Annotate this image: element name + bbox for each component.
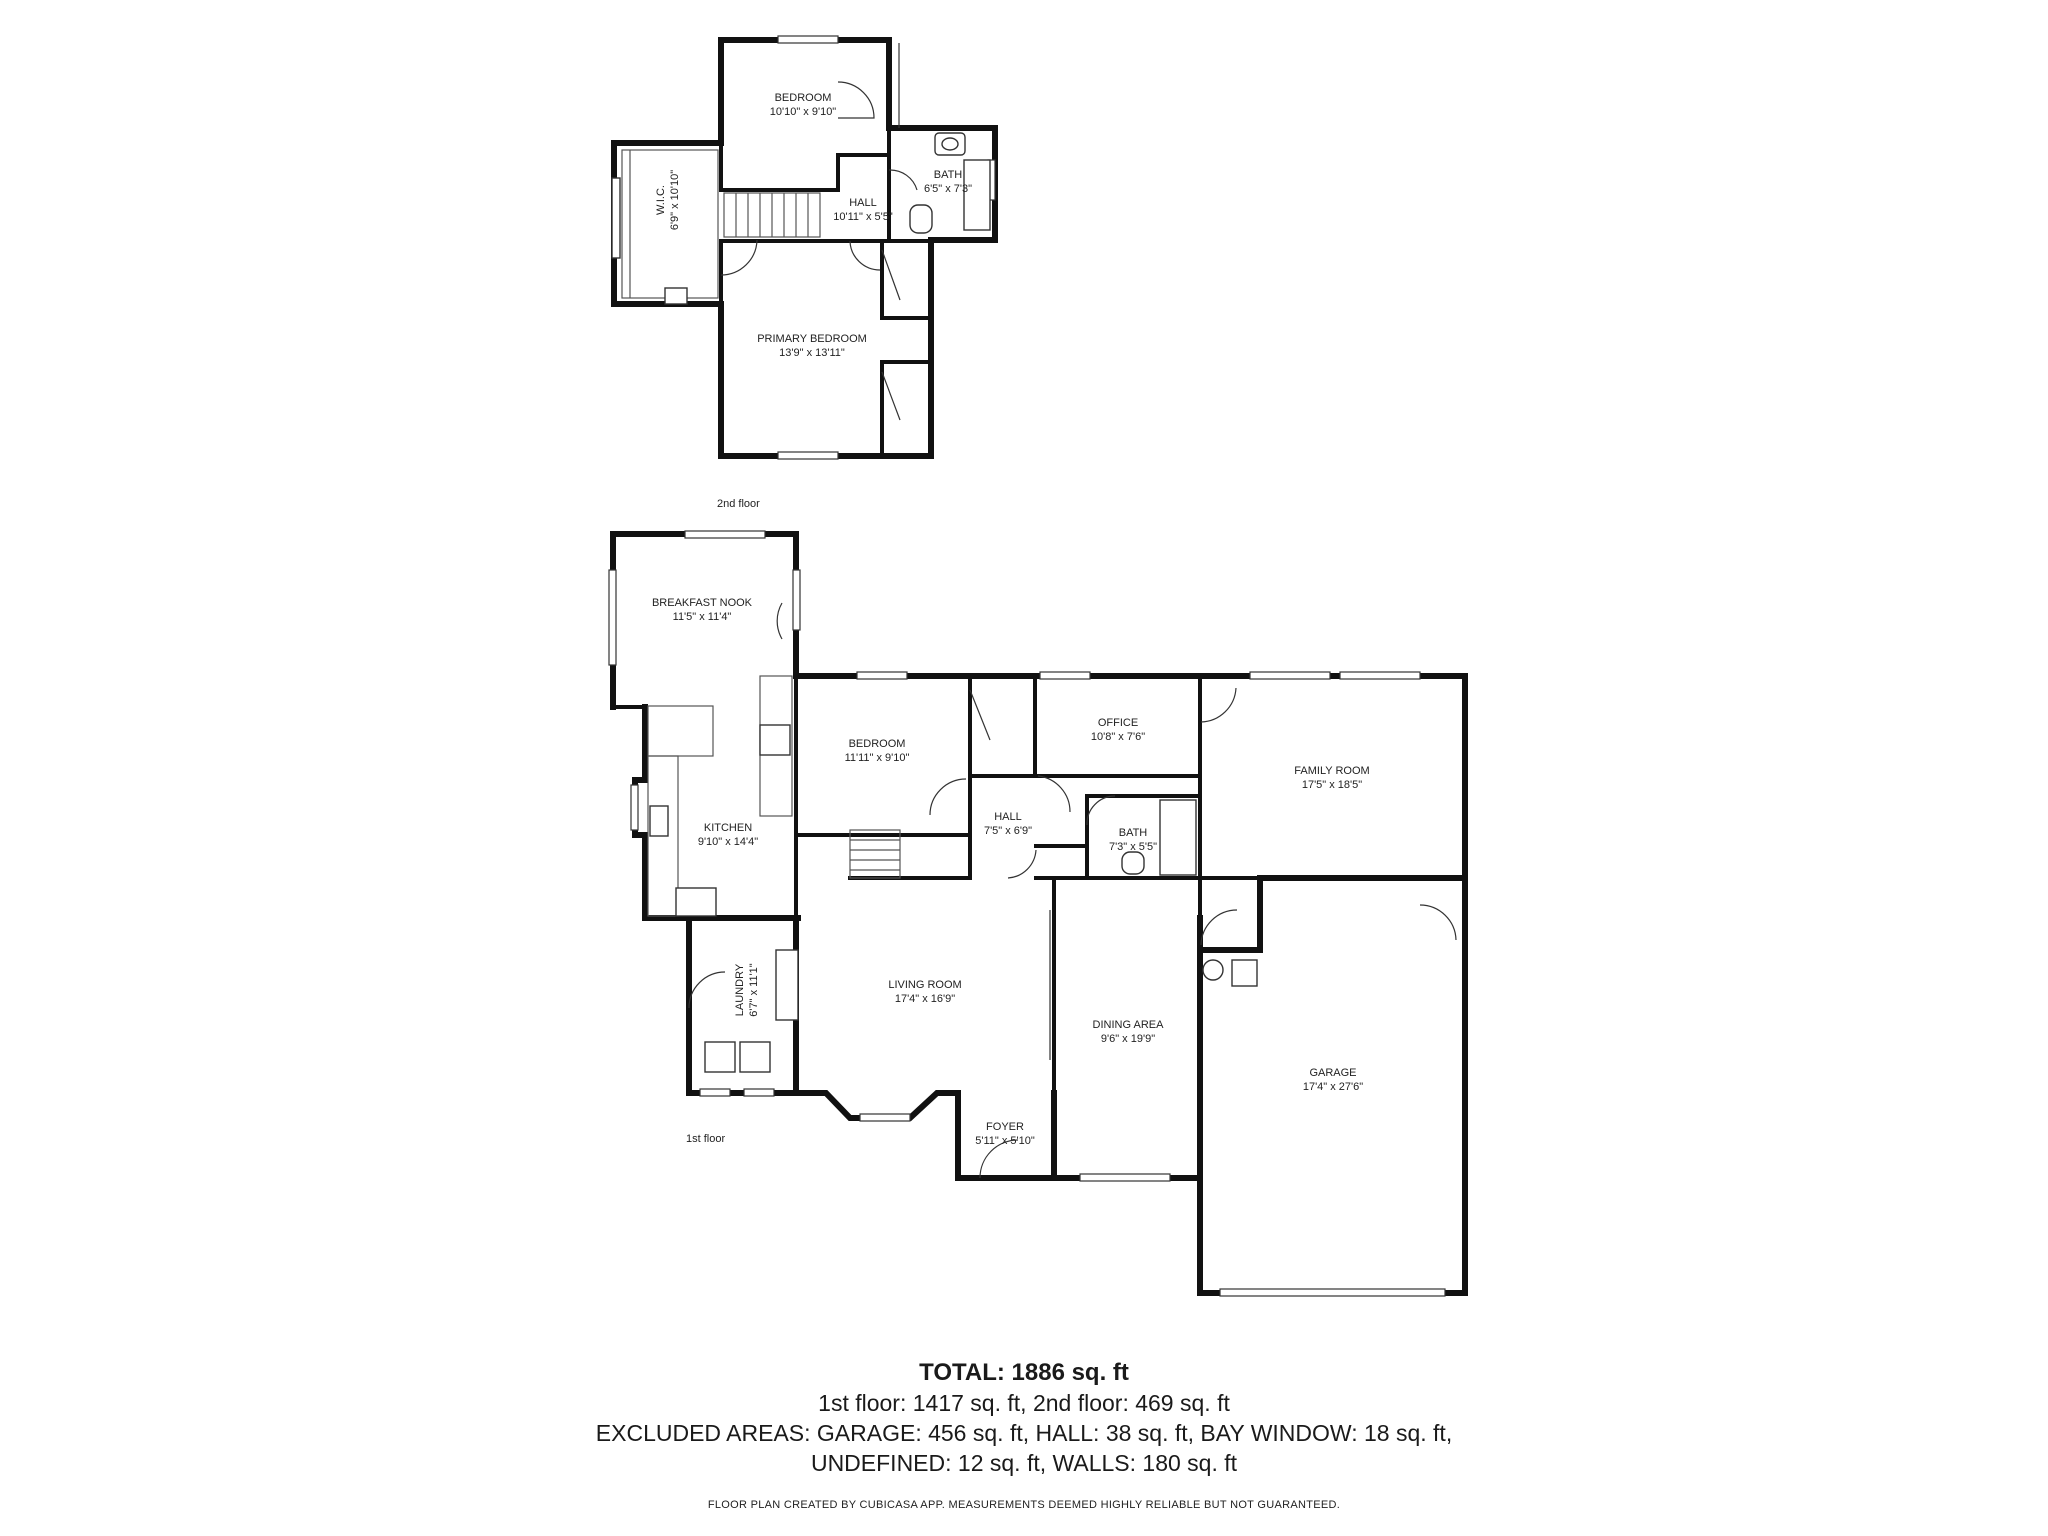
room-dims: 7'3" x 5'5" bbox=[1109, 841, 1157, 853]
disclaimer: FLOOR PLAN CREATED BY CUBICASA APP. MEAS… bbox=[707, 1499, 1341, 1511]
room-dims: 11'5" x 11'4" bbox=[673, 611, 732, 623]
room-name: GARAGE bbox=[1309, 1067, 1356, 1079]
area-totals: TOTAL: 1886 sq. ft 1st floor: 1417 sq. f… bbox=[0, 1358, 2048, 1478]
staircase bbox=[723, 192, 821, 238]
room-dims: 17'5" x 18'5" bbox=[1302, 779, 1362, 791]
room-name: FAMILY ROOM bbox=[1294, 765, 1369, 777]
room-name: BEDROOM bbox=[849, 738, 906, 750]
room-name: BREAKFAST NOOK bbox=[652, 597, 753, 609]
floor-areas: 1st floor: 1417 sq. ft, 2nd floor: 469 s… bbox=[818, 1390, 1230, 1416]
first-floor-plan bbox=[608, 530, 1468, 1297]
room-dims: 6'7" x 11'1" bbox=[748, 963, 760, 1016]
total-area: TOTAL: 1886 sq. ft bbox=[919, 1359, 1129, 1386]
room-name: HALL bbox=[849, 197, 877, 209]
room-dims: 6'5" x 7'3" bbox=[924, 183, 972, 195]
floor-label-1st: 1st floor bbox=[686, 1133, 725, 1145]
room-name: KITCHEN bbox=[704, 822, 752, 834]
room-labels-first-floor: BREAKFAST NOOK 11'5" x 11'4" BEDROOM 11'… bbox=[652, 597, 1370, 1147]
room-dims: 17'4" x 16'9" bbox=[895, 993, 955, 1005]
room-dims: 6'9" x 10'10" bbox=[669, 170, 681, 230]
staircase bbox=[849, 829, 901, 879]
room-name: FOYER bbox=[986, 1121, 1024, 1133]
room-dims: 9'10" x 14'4" bbox=[698, 836, 758, 848]
room-name: DINING AREA bbox=[1093, 1019, 1165, 1031]
undefined-areas: UNDEFINED: 12 sq. ft, WALLS: 180 sq. ft bbox=[810, 1450, 1238, 1476]
room-dims: 5'11" x 5'10" bbox=[975, 1135, 1035, 1147]
room-dims: 10'8" x 7'6" bbox=[1091, 731, 1145, 743]
room-name: BATH bbox=[1119, 827, 1148, 839]
room-dims: 9'6" x 19'9" bbox=[1101, 1033, 1155, 1045]
room-name: BATH bbox=[934, 169, 963, 181]
room-dims: 10'11" x 5'5" bbox=[833, 211, 893, 223]
room-name: LAUNDRY bbox=[734, 963, 746, 1016]
room-dims: 13'9" x 13'11" bbox=[779, 347, 845, 359]
room-name: HALL bbox=[994, 811, 1022, 823]
room-dims: 17'4" x 27'6" bbox=[1303, 1081, 1363, 1093]
second-floor-plan bbox=[611, 35, 998, 460]
room-name: BEDROOM bbox=[775, 92, 832, 104]
room-name: PRIMARY BEDROOM bbox=[757, 333, 867, 345]
room-dims: 7'5" x 6'9" bbox=[984, 825, 1032, 837]
room-name: LIVING ROOM bbox=[888, 979, 961, 991]
room-labels-second-floor: BEDROOM 10'10" x 9'10" BATH 6'5" x 7'3" … bbox=[655, 92, 972, 359]
room-dims: 10'10" x 9'10" bbox=[770, 106, 837, 118]
room-dims: 11'11" x 9'10" bbox=[845, 752, 910, 764]
excluded-areas: EXCLUDED AREAS: GARAGE: 456 sq. ft, HALL… bbox=[595, 1420, 1453, 1446]
floor-label-2nd: 2nd floor bbox=[717, 498, 760, 510]
room-name: W.I.C. bbox=[655, 185, 667, 215]
room-name: OFFICE bbox=[1098, 717, 1138, 729]
